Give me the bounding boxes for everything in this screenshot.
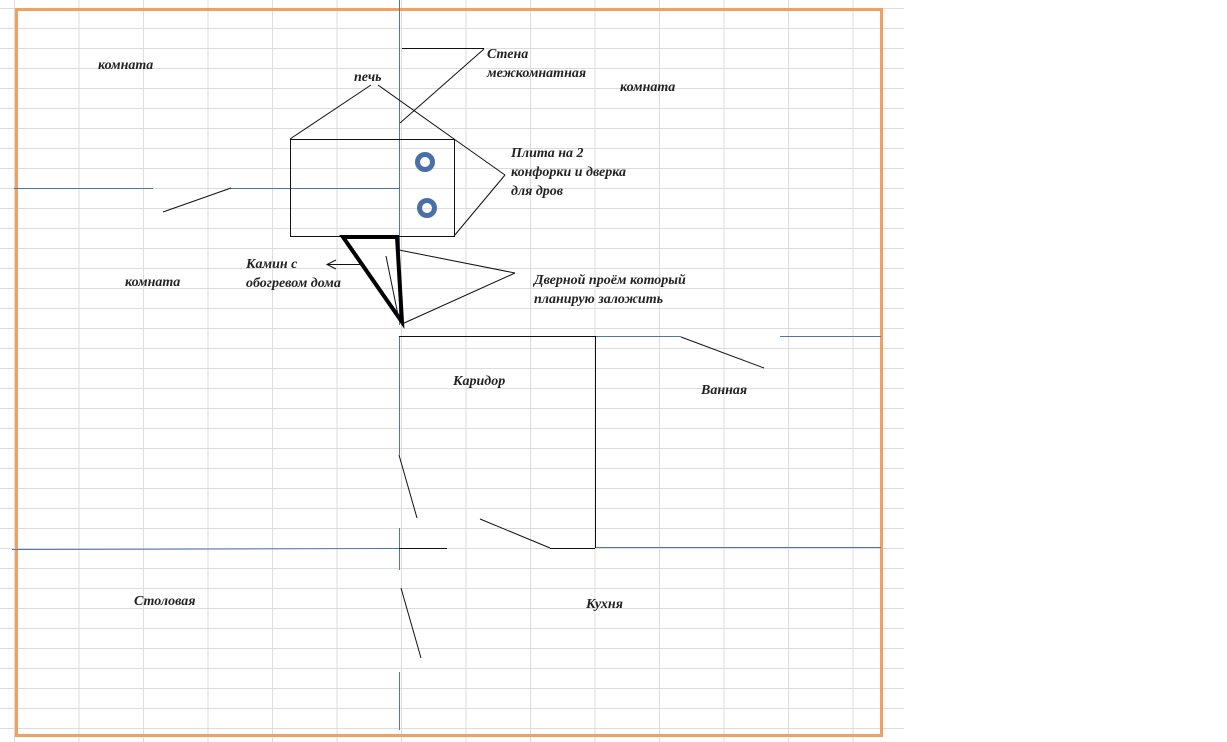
label-kitchen: Кухня [585,597,623,612]
plan-border [15,8,883,737]
label-bathroom: Ванная [700,383,747,398]
label-doorway-2: планирую заложить [534,292,663,307]
burner-icon [415,152,435,172]
walls [11,0,881,730]
label-wall-2: межкомнатная [486,66,586,81]
fireplace-shape [339,235,405,329]
doors-and-partitions [162,187,765,659]
label-dining-room: Столовая [134,594,195,609]
label-corridor: Каридор [452,374,505,389]
label-room-left: комната [125,275,180,290]
label-stove: печь [354,70,382,85]
label-room-top-right: комната [620,80,675,95]
label-room-top-left: комната [98,58,153,73]
label-fireplace-1: Камин с [245,257,298,272]
arrow-left-icon [325,259,362,270]
burner-icon [417,198,437,218]
label-hob-1: Плита на 2 [510,146,584,161]
callout-lines [289,48,516,325]
label-wall-1: Стена [487,47,528,62]
label-fireplace-2: обогревом дома [246,276,341,291]
label-doorway-1: Дверной проём который [532,273,686,288]
label-hob-3: для дров [511,184,564,199]
spreadsheet-gridlines [0,0,904,742]
label-hob-2: конфорки и дверка [511,165,626,180]
